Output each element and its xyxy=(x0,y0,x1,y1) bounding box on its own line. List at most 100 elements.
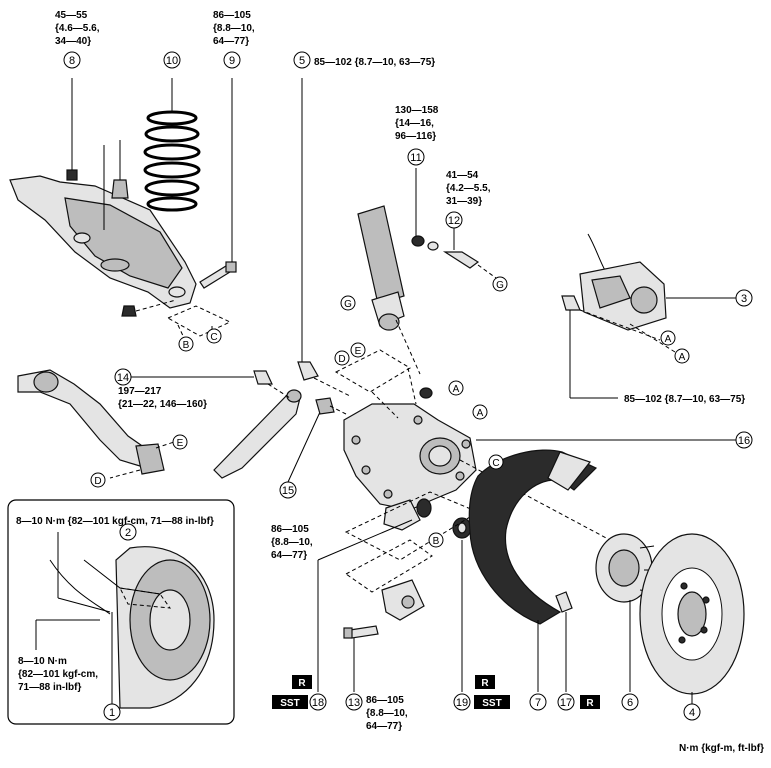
svg-text:D: D xyxy=(338,354,345,365)
svg-text:15: 15 xyxy=(282,485,294,497)
svg-text:10: 10 xyxy=(166,55,178,67)
svg-text:71—88 in-lbf}: 71—88 in-lbf} xyxy=(18,682,81,693)
marker-e-knuckle: E xyxy=(350,342,366,358)
svg-text:96—116}: 96—116} xyxy=(395,131,436,142)
svg-text:16: 16 xyxy=(738,435,750,447)
svg-text:45—55: 45—55 xyxy=(55,10,88,21)
svg-text:85—102 {8.7—10, 63—75}: 85—102 {8.7—10, 63—75} xyxy=(314,57,435,68)
torque-spec-13: 86—105 {8.8—10, 64—77} xyxy=(366,695,408,732)
marker-d-arm: D xyxy=(90,472,106,488)
torque-spec-12: 41—54 {4.2—5.5, 31—39} xyxy=(446,170,491,207)
brake-disc-illustration xyxy=(639,533,745,704)
badge-r-18: R xyxy=(292,675,312,689)
torque-spec-8: 45—55 {4.6—5.6, 34—40} xyxy=(55,10,100,47)
callout-6: 6 xyxy=(621,693,639,711)
svg-text:{82—101 kgf-cm,: {82—101 kgf-cm, xyxy=(18,669,98,680)
torque-spec-5: 85—102 {8.7—10, 63—75} xyxy=(314,57,435,68)
svg-text:{4.6—5.6,: {4.6—5.6, xyxy=(55,23,100,34)
bushing-bracket-illustration xyxy=(317,491,480,692)
svg-text:4: 4 xyxy=(689,707,695,719)
callout-8: 8 xyxy=(63,51,81,69)
svg-text:64—77}: 64—77} xyxy=(366,721,402,732)
torque-spec-2: 8—10 N·m {82—101 kgf-cm, 71—88 in-lbf} xyxy=(16,516,214,527)
svg-text:5: 5 xyxy=(299,55,305,67)
badge-r-19: R xyxy=(475,675,495,689)
svg-text:1: 1 xyxy=(109,707,115,719)
svg-text:130—158: 130—158 xyxy=(395,105,439,116)
wheel-hub-illustration xyxy=(555,533,658,692)
svg-text:{8.8—10,: {8.8—10, xyxy=(213,23,255,34)
svg-text:E: E xyxy=(355,346,362,357)
callout-2: 2 xyxy=(119,523,137,541)
marker-a-caliper-2: A xyxy=(674,348,690,364)
callout-13: 13 xyxy=(345,693,363,711)
svg-text:C: C xyxy=(210,332,217,343)
bolt-washer-illustration xyxy=(411,168,497,279)
callout-7: 7 xyxy=(529,693,547,711)
callout-12: 12 xyxy=(445,211,463,229)
svg-text:197—217: 197—217 xyxy=(118,386,162,397)
svg-text:64—77}: 64—77} xyxy=(213,36,249,47)
badge-r-17: R xyxy=(580,695,600,709)
callout-1: 1 xyxy=(103,703,121,721)
torque-spec-9: 86—105 {8.8—10, 64—77} xyxy=(213,10,255,47)
inset-sensor-detail xyxy=(7,499,235,725)
svg-text:64—77}: 64—77} xyxy=(271,550,307,561)
svg-text:{14—16,: {14—16, xyxy=(395,118,434,129)
callout-11: 11 xyxy=(407,148,425,166)
svg-text:D: D xyxy=(94,476,101,487)
marker-d-knuckle: D xyxy=(334,350,350,366)
svg-text:A: A xyxy=(477,408,484,419)
torque-spec-1: 8—10 N·m {82—101 kgf-cm, 71—88 in-lbf} xyxy=(18,656,98,693)
shock-absorber-illustration xyxy=(297,78,421,397)
svg-text:A: A xyxy=(453,384,460,395)
svg-text:8: 8 xyxy=(69,55,75,67)
callout-15: 15 xyxy=(279,481,297,499)
svg-text:2: 2 xyxy=(125,527,131,539)
callout-14: 14 xyxy=(114,368,132,386)
badge-sst-19: SST xyxy=(474,695,510,709)
coil-spring-illustration xyxy=(143,78,201,212)
callout-4: 4 xyxy=(683,703,701,721)
svg-text:7: 7 xyxy=(535,697,541,709)
upper-arm-illustration xyxy=(17,369,175,479)
callout-19: 19 xyxy=(453,693,471,711)
callout-10: 10 xyxy=(163,51,181,69)
dust-shield-illustration xyxy=(468,449,598,692)
knuckle-illustration xyxy=(334,349,736,557)
torque-spec-14: 197—217 {21—22, 146—160} xyxy=(118,386,207,410)
svg-text:{8.8—10,: {8.8—10, xyxy=(271,537,313,548)
marker-b-arm: B xyxy=(178,336,194,352)
svg-text:86—105: 86—105 xyxy=(366,695,404,706)
svg-text:G: G xyxy=(344,299,352,310)
torque-spec-15: 86—105 {8.8—10, 64—77} xyxy=(271,524,313,561)
marker-g-shock: G xyxy=(340,295,356,311)
svg-text:41—54: 41—54 xyxy=(446,170,479,181)
lateral-link-illustration xyxy=(130,370,347,483)
callout-3: 3 xyxy=(735,289,753,307)
marker-e-arm: E xyxy=(172,434,188,450)
svg-text:17: 17 xyxy=(560,697,572,709)
marker-a-caliper-1: A xyxy=(660,330,676,346)
svg-text:31—39}: 31—39} xyxy=(446,196,482,207)
lower-arm-illustration xyxy=(9,78,237,339)
svg-text:C: C xyxy=(492,458,499,469)
svg-text:R: R xyxy=(298,678,306,689)
marker-c-knuckle: C xyxy=(488,454,504,470)
svg-text:8—10 N·m: 8—10 N·m xyxy=(18,656,67,667)
svg-text:18: 18 xyxy=(312,697,324,709)
marker-a-knuckle-1: A xyxy=(448,380,464,396)
torque-spec-11: 130—158 {14—16, 96—116} xyxy=(395,105,439,142)
badge-sst-18: SST xyxy=(272,695,308,709)
svg-text:G: G xyxy=(496,280,504,291)
brake-caliper-illustration xyxy=(561,233,736,399)
callout-9: 9 xyxy=(223,51,241,69)
torque-spec-3: 85—102 {8.7—10, 63—75} xyxy=(624,394,745,405)
svg-text:{4.2—5.5,: {4.2—5.5, xyxy=(446,183,491,194)
svg-text:13: 13 xyxy=(348,697,360,709)
svg-text:3: 3 xyxy=(741,293,747,305)
svg-text:E: E xyxy=(177,438,184,449)
svg-text:14: 14 xyxy=(117,372,129,384)
svg-text:12: 12 xyxy=(448,215,460,227)
